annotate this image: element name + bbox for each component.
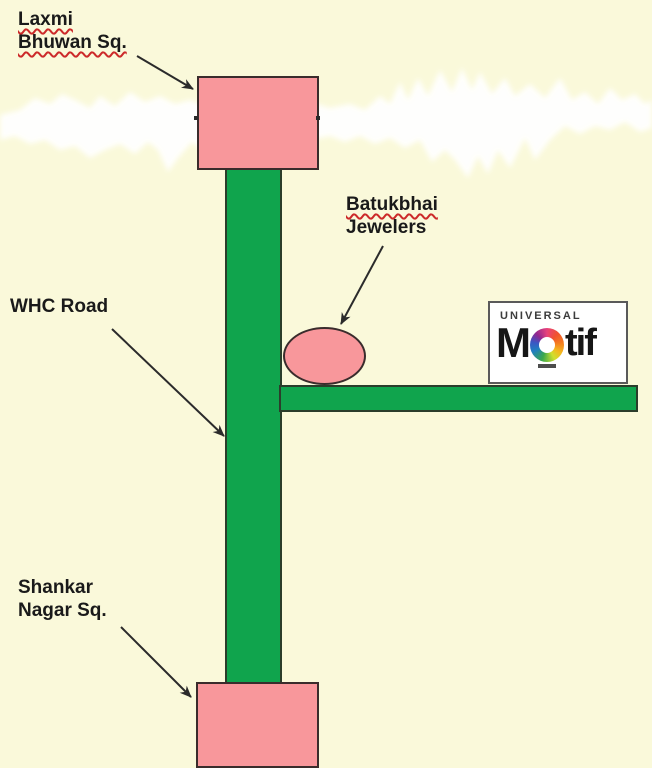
label-batukbhai-jewelers: Batukbhai Jewelers <box>346 193 438 239</box>
square-edge-tick-left <box>194 116 198 120</box>
label-shankar-line2: Nagar Sq. <box>18 600 107 621</box>
square-edge-tick-right <box>316 116 320 120</box>
label-laxmi-line2: Bhuwan Sq. <box>18 32 127 53</box>
motif-wordmark: M tif <box>496 319 626 368</box>
motif-o-ring-wrap <box>530 328 564 368</box>
motif-o-underscore <box>538 364 556 368</box>
shankar-nagar-square <box>196 682 319 768</box>
laxmi-bhuwan-square <box>197 76 319 170</box>
motif-letter-m: M <box>496 319 531 366</box>
label-laxmi-line1: Laxmi <box>18 9 73 30</box>
label-whc-road: WHC Road <box>10 296 109 317</box>
label-shankar-nagar-sq: Shankar Nagar Sq. <box>18 576 107 622</box>
universal-wordmark: UNIVERSAL <box>500 310 582 322</box>
whiteout-band-shape <box>0 68 652 178</box>
label-batukbhai-line1: Batukbhai <box>346 194 438 215</box>
batukbhai-jewelers-ellipse <box>283 327 366 385</box>
cross-road-horizontal <box>279 385 638 412</box>
whc-road-vertical <box>225 166 282 686</box>
motif-o-ring-icon <box>530 328 564 362</box>
label-batukbhai-line2: Jewelers <box>346 217 427 238</box>
universal-motif-logo: UNIVERSAL M tif <box>488 301 628 384</box>
label-shankar-line1: Shankar <box>18 577 93 598</box>
motif-letters-tif: tif <box>565 322 597 364</box>
label-laxmi-bhuwan-sq: Laxmi Bhuwan Sq. <box>18 8 127 54</box>
